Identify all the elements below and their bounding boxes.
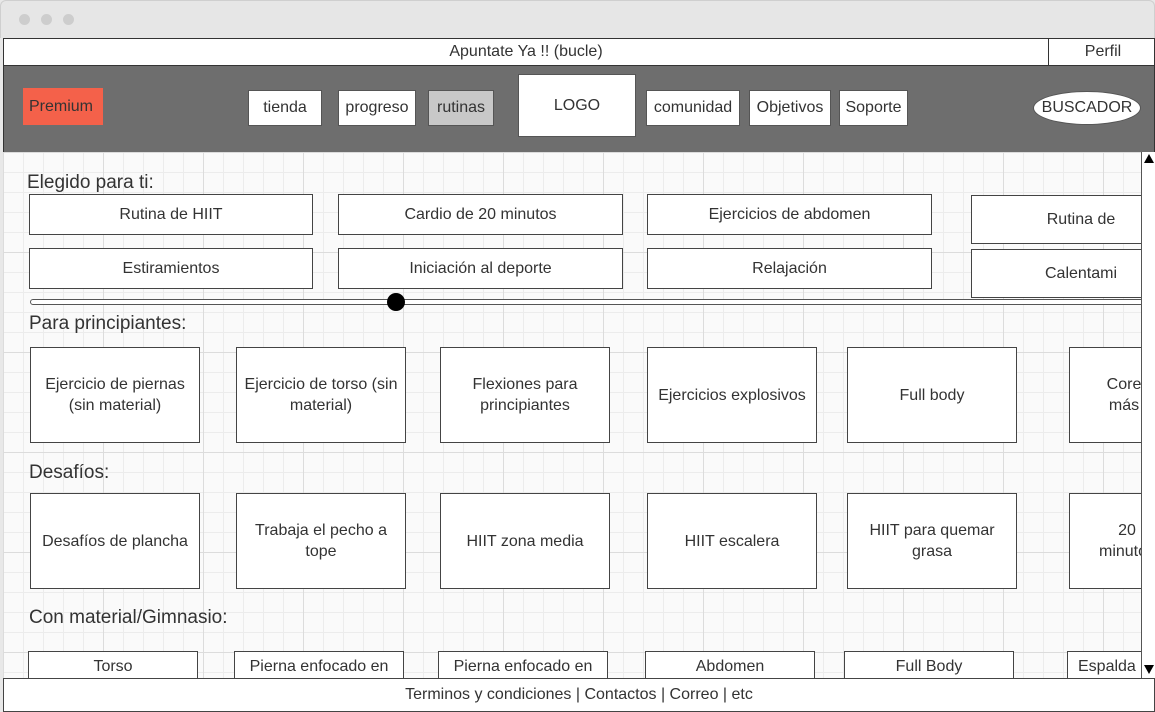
section-title-material: Con material/Gimnasio: [29, 607, 228, 628]
beginner-card[interactable]: Ejercicio de piernas (sin material) [30, 347, 200, 443]
routine-card[interactable]: Cardio de 20 minutos [338, 194, 623, 235]
nav-comunidad[interactable]: comunidad [646, 90, 740, 126]
gym-card[interactable]: Espalda [1067, 651, 1142, 679]
routine-card[interactable]: Rutina de HIIT [29, 194, 313, 235]
beginner-card[interactable]: Core más [1069, 347, 1142, 443]
page-title: Apuntate Ya !! (bucle) [449, 43, 603, 60]
window-chrome [0, 0, 1155, 38]
routine-card[interactable]: Calentami [971, 249, 1142, 298]
gym-card[interactable]: Pierna enfocado en [438, 651, 608, 679]
footer: Terminos y condiciones | Contactos | Cor… [3, 678, 1155, 712]
vertical-scrollbar[interactable] [1141, 152, 1155, 679]
minimize-dot-icon[interactable] [41, 14, 52, 25]
beginner-card[interactable]: Ejercicio de torso (sin material) [236, 347, 406, 443]
nav-soporte[interactable]: Soporte [839, 90, 908, 126]
challenge-card[interactable]: HIIT zona media [440, 493, 610, 589]
challenge-card[interactable]: HIIT para quemar grasa [847, 493, 1017, 589]
premium-button[interactable]: Premium [23, 88, 103, 125]
main-content[interactable]: Elegido para ti: Rutina de HIIT Cardio d… [3, 152, 1142, 679]
logo: LOGO [518, 74, 636, 137]
profile-button[interactable]: Perfil [1048, 38, 1155, 66]
gym-card[interactable]: Torso [28, 651, 198, 679]
section-title-desafios: Desafíos: [29, 462, 110, 483]
beginner-card[interactable]: Full body [847, 347, 1017, 443]
routine-card[interactable]: Estiramientos [29, 248, 313, 289]
title-bar: Apuntate Ya !! (bucle) Perfil [3, 38, 1155, 66]
challenge-card[interactable]: 20 minutos [1069, 493, 1142, 589]
section-title-elegido: Elegido para ti: [27, 172, 154, 193]
gym-card[interactable]: Full Body [844, 651, 1014, 679]
nav-progreso[interactable]: progreso [338, 90, 416, 126]
triangle-down-icon[interactable] [1144, 665, 1154, 674]
routine-card[interactable]: Iniciación al deporte [338, 248, 623, 289]
search-button[interactable]: BUSCADOR [1033, 91, 1141, 125]
maximize-dot-icon[interactable] [63, 14, 74, 25]
beginner-card[interactable]: Ejercicios explosivos [647, 347, 817, 443]
nav-bar: Premium tienda progreso rutinas LOGO com… [3, 65, 1155, 153]
triangle-up-icon[interactable] [1144, 154, 1154, 163]
challenge-card[interactable]: Trabaja el pecho a tope [236, 493, 406, 589]
nav-tienda[interactable]: tienda [248, 90, 322, 126]
section-title-principiantes: Para principiantes: [29, 313, 187, 334]
gym-card[interactable]: Abdomen [645, 651, 815, 679]
challenge-card[interactable]: HIIT escalera [647, 493, 817, 589]
routine-card[interactable]: Relajación [647, 248, 932, 289]
routine-card[interactable]: Rutina de [971, 195, 1142, 244]
challenge-card[interactable]: Desafíos de plancha [30, 493, 200, 589]
close-dot-icon[interactable] [19, 14, 30, 25]
carousel-slider-thumb[interactable] [387, 293, 406, 311]
routine-card[interactable]: Ejercicios de abdomen [647, 194, 932, 235]
nav-rutinas[interactable]: rutinas [428, 90, 494, 126]
gym-card[interactable]: Pierna enfocado en [234, 651, 404, 679]
nav-objetivos[interactable]: Objetivos [749, 90, 831, 126]
beginner-card[interactable]: Flexiones para principiantes [440, 347, 610, 443]
carousel-slider-track[interactable] [30, 299, 1142, 305]
